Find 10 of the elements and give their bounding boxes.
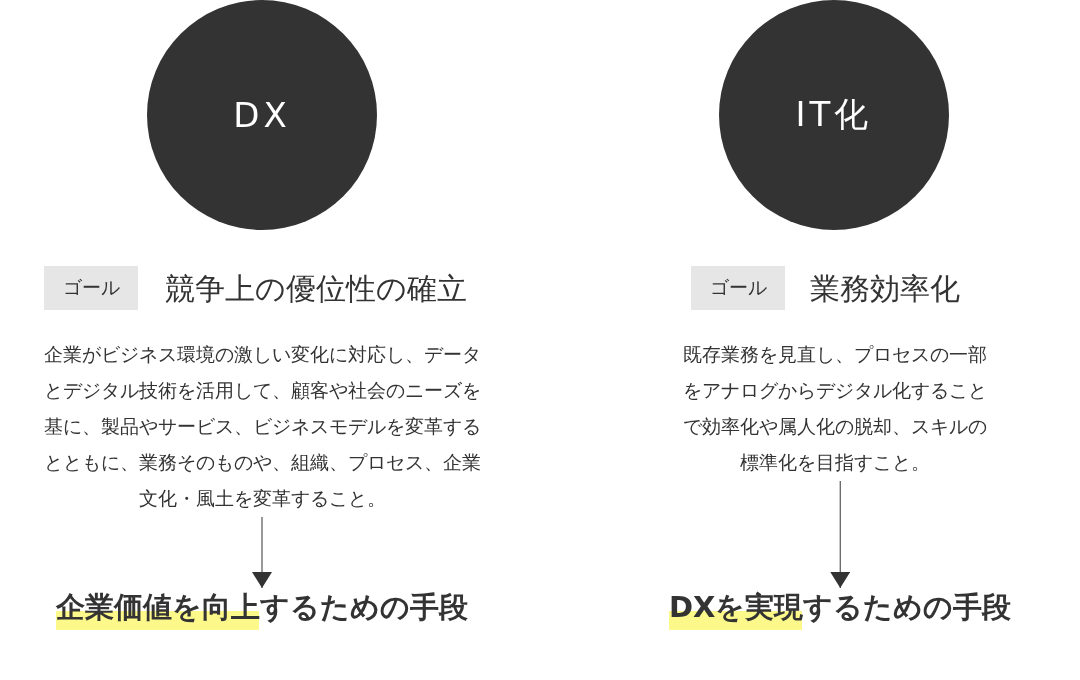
circle-node: IT化 (719, 0, 949, 230)
label-tag: ゴール (44, 266, 138, 310)
description-text: 企業がビジネス環境の激しい変化に対応し、データとデジタル技術を活用して、顧客や社会のニーズを基に、製品やサービス、ビジネスモデルを変革するとともに、業務そのものや、組織、プロセス、企業文化・風土を変革すること。 (42, 337, 482, 517)
description-text: 既存業務を見直し、プロセスの一部をアナログからデジタル化することで効率化や属人化の脱却、スキルの標準化を目指すこと。 (674, 337, 996, 481)
goal-text: 競争上の優位性の確立 (165, 270, 467, 308)
goal-text: 業務効率化 (810, 270, 960, 308)
down-arrow (252, 516, 272, 589)
down-arrow (830, 480, 851, 589)
label-tag: ゴール (691, 266, 785, 310)
circle-node: DX (147, 0, 377, 230)
